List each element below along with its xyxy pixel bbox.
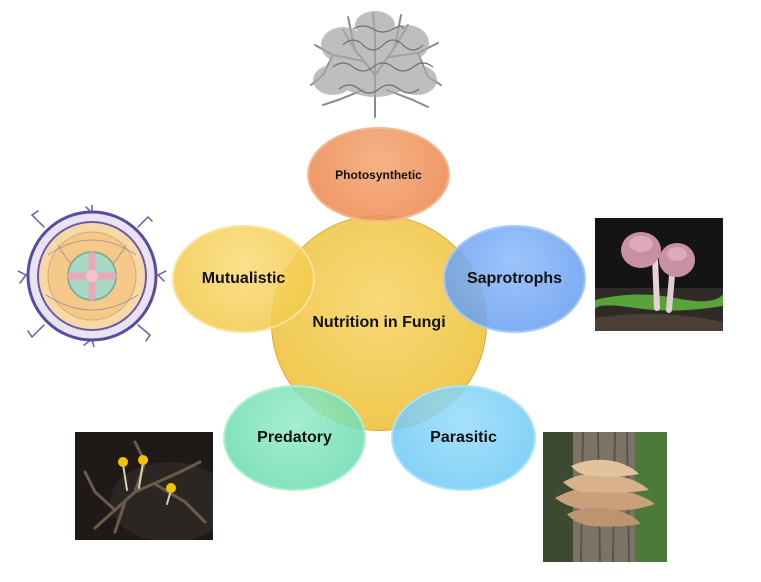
parasitic-node: Parasitic bbox=[391, 385, 536, 491]
center-label: Nutrition in Fungi bbox=[312, 314, 446, 331]
photosynthetic-label: Photosynthetic bbox=[335, 167, 422, 182]
pink-mushrooms-photo bbox=[595, 218, 723, 331]
predatory-node: Predatory bbox=[223, 385, 366, 491]
cordyceps-photo bbox=[75, 432, 213, 540]
bracket-fungus-photo bbox=[543, 432, 667, 562]
saprotrophs-label: Saprotrophs bbox=[466, 270, 563, 287]
lichen-illustration bbox=[303, 5, 448, 120]
parasitic-label: Parasitic bbox=[430, 429, 497, 446]
predatory-label: Predatory bbox=[257, 429, 332, 446]
mycorrhiza-illustration bbox=[18, 205, 166, 347]
saprotrophs-node: Saprotrophs bbox=[443, 225, 586, 333]
mutualistic-label: Mutualistic bbox=[201, 270, 286, 287]
photosynthetic-node: Photosynthetic bbox=[307, 127, 450, 222]
mutualistic-node: Mutualistic bbox=[172, 225, 315, 333]
